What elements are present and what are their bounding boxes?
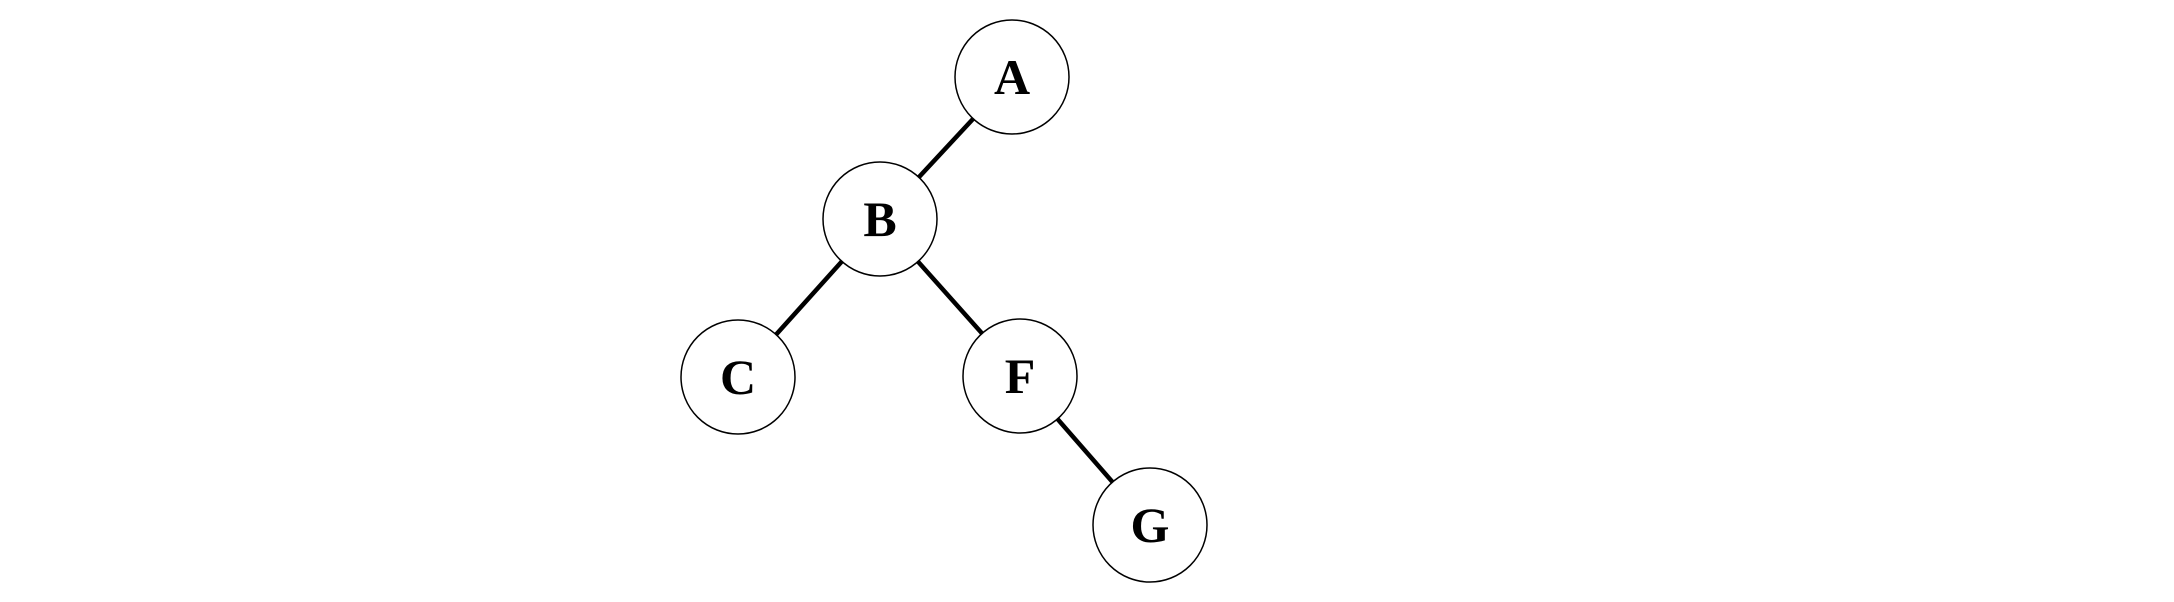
node-F: F <box>962 318 1078 434</box>
node-circle-B <box>822 161 938 277</box>
node-C: C <box>680 319 796 435</box>
node-circle-C <box>680 319 796 435</box>
node-A: A <box>954 19 1070 135</box>
node-label-C: C <box>720 349 756 405</box>
nodes-layer: A B C F G <box>680 19 1208 583</box>
node-circle-G <box>1092 467 1208 583</box>
node-G: G <box>1092 467 1208 583</box>
node-B: B <box>822 161 938 277</box>
node-label-B: B <box>863 191 896 247</box>
node-label-A: A <box>994 49 1030 105</box>
edges-layer <box>736 75 1152 527</box>
node-circle-A <box>954 19 1070 135</box>
node-label-F: F <box>1005 348 1036 404</box>
node-label-G: G <box>1131 497 1170 553</box>
node-circle-F <box>962 318 1078 434</box>
